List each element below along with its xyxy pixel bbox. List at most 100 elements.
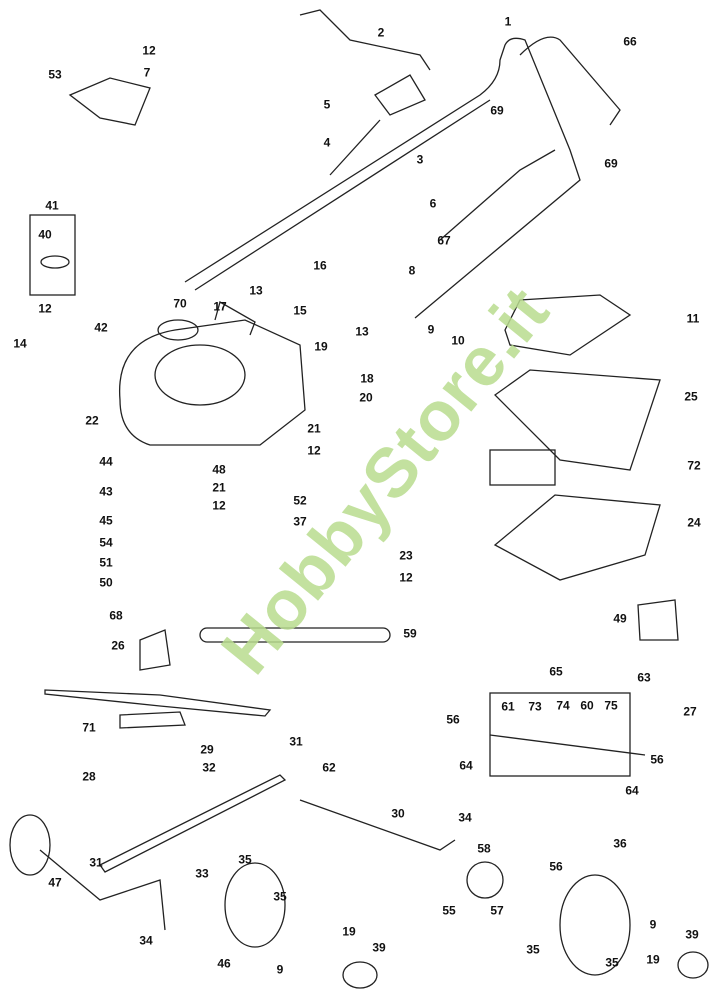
part-callout[interactable]: 7 (143, 65, 151, 80)
part-callout[interactable]: 74 (556, 698, 570, 713)
part-callout[interactable]: 73 (528, 699, 542, 714)
part-callout[interactable]: 51 (99, 555, 113, 570)
part-callout[interactable]: 64 (459, 758, 473, 773)
part-callout[interactable]: 63 (637, 670, 651, 685)
part-callout[interactable]: 19 (314, 339, 328, 354)
part-callout[interactable]: 60 (580, 698, 594, 713)
part-callout[interactable]: 48 (212, 462, 226, 477)
part-callout[interactable]: 11 (686, 311, 700, 326)
part-callout[interactable]: 8 (408, 263, 416, 278)
part-callout[interactable]: 41 (45, 198, 59, 213)
part-callout[interactable]: 43 (99, 484, 113, 499)
part-callout[interactable]: 19 (342, 924, 356, 939)
part-callout[interactable]: 47 (48, 875, 62, 890)
part-callout[interactable]: 3 (416, 152, 424, 167)
part-callout[interactable]: 13 (249, 283, 263, 298)
blade-adapter (119, 711, 186, 729)
part-callout[interactable]: 49 (613, 611, 627, 626)
part-callout[interactable]: 2 (377, 25, 385, 40)
part-callout[interactable]: 59 (403, 626, 417, 641)
part-callout[interactable]: 56 (549, 859, 563, 874)
part-callout[interactable]: 35 (238, 852, 252, 867)
part-callout[interactable]: 57 (490, 903, 504, 918)
rear-wheel (559, 874, 631, 976)
part-callout[interactable]: 15 (293, 303, 307, 318)
part-callout[interactable]: 18 (360, 371, 374, 386)
part-callout[interactable]: 62 (322, 760, 336, 775)
part-callout[interactable]: 4 (323, 135, 331, 150)
part-callout[interactable]: 16 (313, 258, 327, 273)
part-callout[interactable]: 20 (359, 390, 373, 405)
part-callout[interactable]: 25 (684, 389, 698, 404)
part-callout[interactable]: 40 (38, 227, 52, 242)
part-callout[interactable]: 1 (504, 14, 512, 29)
part-callout[interactable]: 36 (613, 836, 627, 851)
part-callout[interactable]: 12 (399, 570, 413, 585)
part-callout[interactable]: 50 (99, 575, 113, 590)
part-callout[interactable]: 44 (99, 454, 113, 469)
part-callout[interactable]: 66 (623, 34, 637, 49)
part-callout[interactable]: 64 (625, 783, 639, 798)
part-callout[interactable]: 12 (142, 43, 156, 58)
grass-bag (493, 494, 661, 581)
part-callout[interactable]: 35 (273, 889, 287, 904)
part-callout[interactable]: 42 (94, 320, 108, 335)
part-callout[interactable]: 65 (549, 664, 563, 679)
bag-frame (493, 369, 661, 471)
part-callout[interactable]: 46 (217, 956, 231, 971)
part-callout[interactable]: 39 (372, 940, 386, 955)
part-callout[interactable]: 29 (200, 742, 214, 757)
part-callout[interactable]: 33 (195, 866, 209, 881)
part-callout[interactable]: 17 (213, 299, 227, 314)
part-callout[interactable]: 14 (13, 336, 27, 351)
part-callout[interactable]: 69 (490, 103, 504, 118)
part-callout[interactable]: 5 (323, 97, 331, 112)
part-callout[interactable]: 23 (399, 548, 413, 563)
part-callout[interactable]: 56 (446, 712, 460, 727)
part-callout[interactable]: 26 (111, 638, 125, 653)
part-callout[interactable]: 28 (82, 769, 96, 784)
part-callout[interactable]: 22 (85, 413, 99, 428)
part-callout[interactable]: 6 (429, 196, 437, 211)
part-callout[interactable]: 39 (685, 927, 699, 942)
part-callout[interactable]: 56 (650, 752, 664, 767)
part-callout[interactable]: 55 (442, 903, 456, 918)
part-callout[interactable]: 32 (202, 760, 216, 775)
part-callout[interactable]: 53 (48, 67, 62, 82)
part-callout[interactable]: 54 (99, 535, 113, 550)
part-callout[interactable]: 45 (99, 513, 113, 528)
part-callout[interactable]: 9 (427, 322, 435, 337)
part-callout[interactable]: 58 (477, 841, 491, 856)
part-callout[interactable]: 30 (391, 806, 405, 821)
part-callout[interactable]: 34 (139, 933, 153, 948)
part-callout[interactable]: 70 (173, 296, 187, 311)
part-callout[interactable]: 72 (687, 458, 701, 473)
part-callout[interactable]: 21 (307, 421, 321, 436)
part-callout[interactable]: 35 (605, 955, 619, 970)
part-callout[interactable]: 24 (687, 515, 701, 530)
part-callout[interactable]: 12 (38, 301, 52, 316)
part-callout[interactable]: 21 (212, 480, 226, 495)
part-callout[interactable]: 37 (293, 514, 307, 529)
part-callout[interactable]: 67 (437, 233, 451, 248)
part-callout[interactable]: 19 (646, 952, 660, 967)
part-callout[interactable]: 9 (276, 962, 284, 977)
part-callout[interactable]: 35 (526, 942, 540, 957)
part-callout[interactable]: 13 (355, 324, 369, 339)
part-callout[interactable]: 52 (293, 493, 307, 508)
part-callout[interactable]: 31 (289, 734, 303, 749)
part-callout[interactable]: 75 (604, 698, 618, 713)
part-callout[interactable]: 9 (649, 917, 657, 932)
front-wheel-left (9, 814, 51, 876)
part-callout[interactable]: 61 (501, 699, 515, 714)
part-callout[interactable]: 12 (212, 498, 226, 513)
part-callout[interactable]: 10 (451, 333, 465, 348)
part-callout[interactable]: 34 (458, 810, 472, 825)
part-callout[interactable]: 68 (109, 608, 123, 623)
part-callout[interactable]: 31 (89, 855, 103, 870)
part-callout[interactable]: 12 (307, 443, 321, 458)
part-callout[interactable]: 27 (683, 704, 697, 719)
part-callout[interactable]: 71 (82, 720, 96, 735)
part-callout[interactable]: 69 (604, 156, 618, 171)
